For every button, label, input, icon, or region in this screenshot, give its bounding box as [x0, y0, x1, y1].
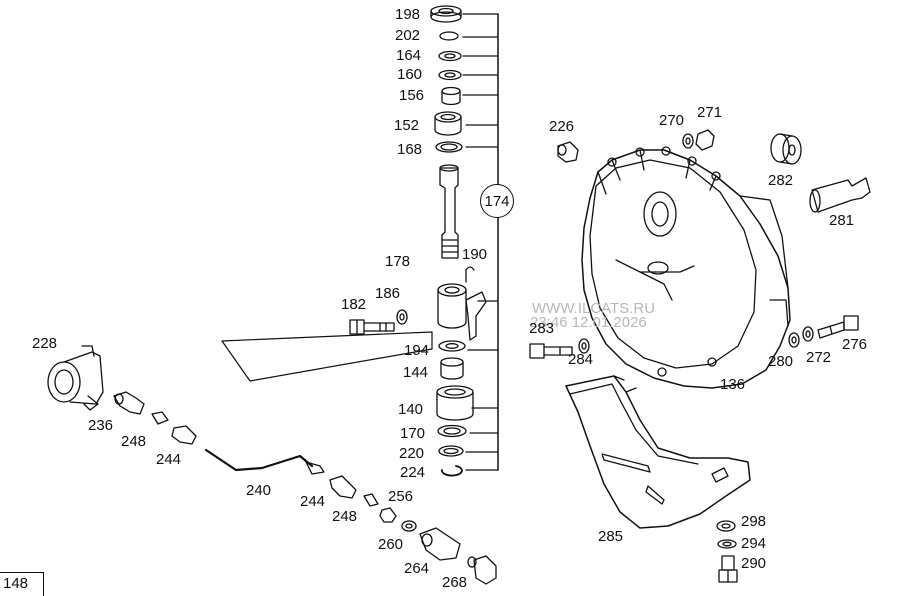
- callout-178: 178: [385, 253, 411, 270]
- page-number: 148: [3, 575, 29, 592]
- callout-284: 284: [568, 351, 594, 368]
- housing-fasteners: [529, 129, 871, 359]
- callout-226: 226: [549, 118, 575, 135]
- callout-164: 164: [396, 47, 422, 64]
- bell-housing-136: [581, 146, 791, 389]
- callout-182: 182: [341, 296, 367, 313]
- watermark-site: WWW.ILCATS.RU: [532, 300, 656, 317]
- callout-283: 283: [529, 320, 555, 337]
- callout-136: 136: [720, 376, 746, 393]
- watermark-stamp: 23:46 12.01.2026: [530, 314, 647, 331]
- cover-285: [565, 375, 751, 529]
- callout-248a: 248: [121, 433, 147, 450]
- callout-268: 268: [442, 574, 468, 591]
- callout-271: 271: [697, 104, 723, 121]
- callout-152: 152: [394, 117, 420, 134]
- callout-244b: 244: [300, 493, 326, 510]
- callout-294: 294: [741, 535, 767, 552]
- callout-202: 202: [395, 27, 421, 44]
- callout-228: 228: [32, 335, 58, 352]
- callout-160: 160: [397, 66, 423, 83]
- callout-244a: 244: [156, 451, 182, 468]
- callout-170: 170: [400, 425, 426, 442]
- callout-140: 140: [398, 401, 424, 418]
- callout-190: 190: [462, 246, 488, 263]
- fasteners-290-294-298: [716, 520, 738, 583]
- callout-220: 220: [399, 445, 425, 462]
- stack-leader-bracket: [462, 13, 499, 471]
- callout-285: 285: [598, 528, 624, 545]
- release-bearing-228: [47, 331, 433, 411]
- callout-298: 298: [741, 513, 767, 530]
- callout-236: 236: [88, 417, 114, 434]
- callout-224: 224: [400, 464, 426, 481]
- callout-276: 276: [842, 336, 868, 353]
- callout-168: 168: [397, 141, 423, 158]
- callout-281: 281: [829, 212, 855, 229]
- callout-174: 174: [480, 184, 514, 218]
- callout-290: 290: [741, 555, 767, 572]
- callout-156: 156: [399, 87, 425, 104]
- callout-144: 144: [403, 364, 429, 381]
- callout-272: 272: [806, 349, 832, 366]
- callout-194: 194: [404, 342, 430, 359]
- callout-256: 256: [388, 488, 414, 505]
- callout-280: 280: [768, 353, 794, 370]
- callout-282: 282: [768, 172, 794, 189]
- callout-240: 240: [246, 482, 272, 499]
- shift-stack-parts: [430, 5, 487, 477]
- callout-270: 270: [659, 112, 685, 129]
- callout-198: 198: [395, 6, 421, 23]
- page-number-box: 148: [0, 572, 44, 596]
- hydraulic-line-parts: [113, 391, 497, 585]
- bolt-182-nut-186: [349, 309, 408, 335]
- callout-264: 264: [404, 560, 430, 577]
- callout-248b: 248: [332, 508, 358, 525]
- callout-260: 260: [378, 536, 404, 553]
- callout-186: 186: [375, 285, 401, 302]
